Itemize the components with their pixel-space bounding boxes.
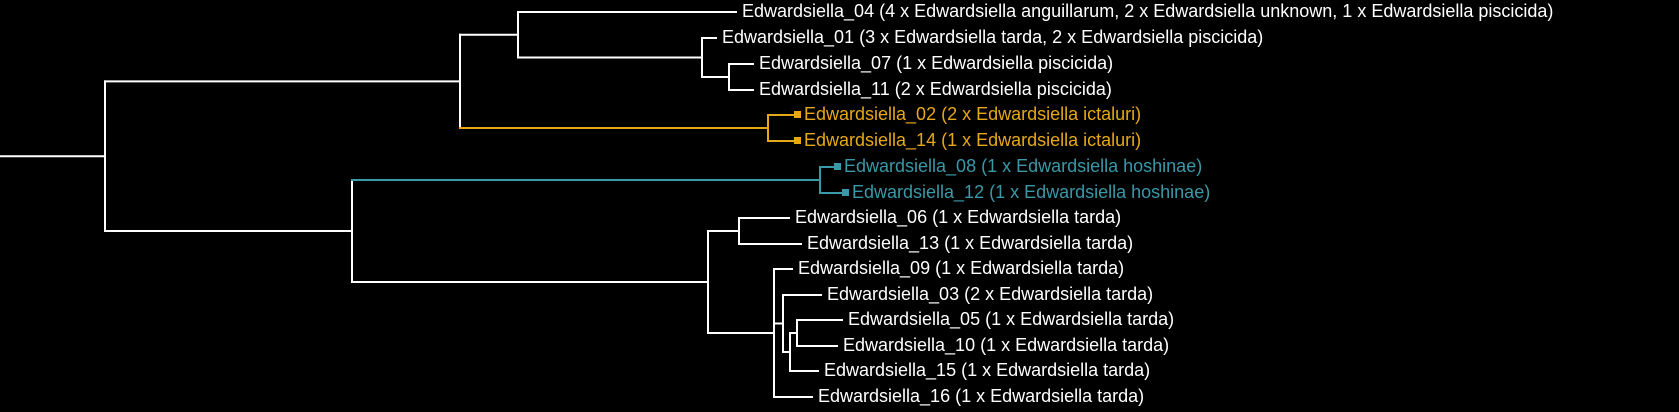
leaf-marker-e02 [794,111,801,118]
leaf-label-e16: Edwardsiella_16 (1 x Edwardsiella tarda) [818,386,1144,407]
tree-leaves: Edwardsiella_04 (4 x Edwardsiella anguil… [722,1,1553,407]
leaf-label-e02: Edwardsiella_02 (2 x Edwardsiella ictalu… [804,104,1141,125]
leaf-label-e12: Edwardsiella_12 (1 x Edwardsiella hoshin… [852,182,1210,203]
leaf-label-e14: Edwardsiella_14 (1 x Edwardsiella ictalu… [804,130,1141,151]
leaf-label-e05: Edwardsiella_05 (1 x Edwardsiella tarda) [848,309,1174,330]
leaf-marker-e14 [794,137,801,144]
leaf-label-e07: Edwardsiella_07 (1 x Edwardsiella piscic… [759,53,1113,74]
tree-branches [0,11,845,398]
leaf-marker-e12 [842,189,849,196]
leaf-label-e09: Edwardsiella_09 (1 x Edwardsiella tarda) [798,258,1124,279]
leaf-label-e04: Edwardsiella_04 (4 x Edwardsiella anguil… [742,1,1553,22]
leaf-label-e03: Edwardsiella_03 (2 x Edwardsiella tarda) [827,284,1153,305]
leaf-label-e06: Edwardsiella_06 (1 x Edwardsiella tarda) [795,207,1121,228]
leaf-label-e08: Edwardsiella_08 (1 x Edwardsiella hoshin… [844,156,1202,177]
leaf-label-e15: Edwardsiella_15 (1 x Edwardsiella tarda) [824,360,1150,381]
leaf-label-e01: Edwardsiella_01 (3 x Edwardsiella tarda,… [722,27,1263,48]
leaf-marker-e08 [834,163,841,170]
leaf-label-e13: Edwardsiella_13 (1 x Edwardsiella tarda) [807,233,1133,254]
leaf-label-e10: Edwardsiella_10 (1 x Edwardsiella tarda) [843,335,1169,356]
leaf-label-e11: Edwardsiella_11 (2 x Edwardsiella piscic… [759,79,1112,100]
